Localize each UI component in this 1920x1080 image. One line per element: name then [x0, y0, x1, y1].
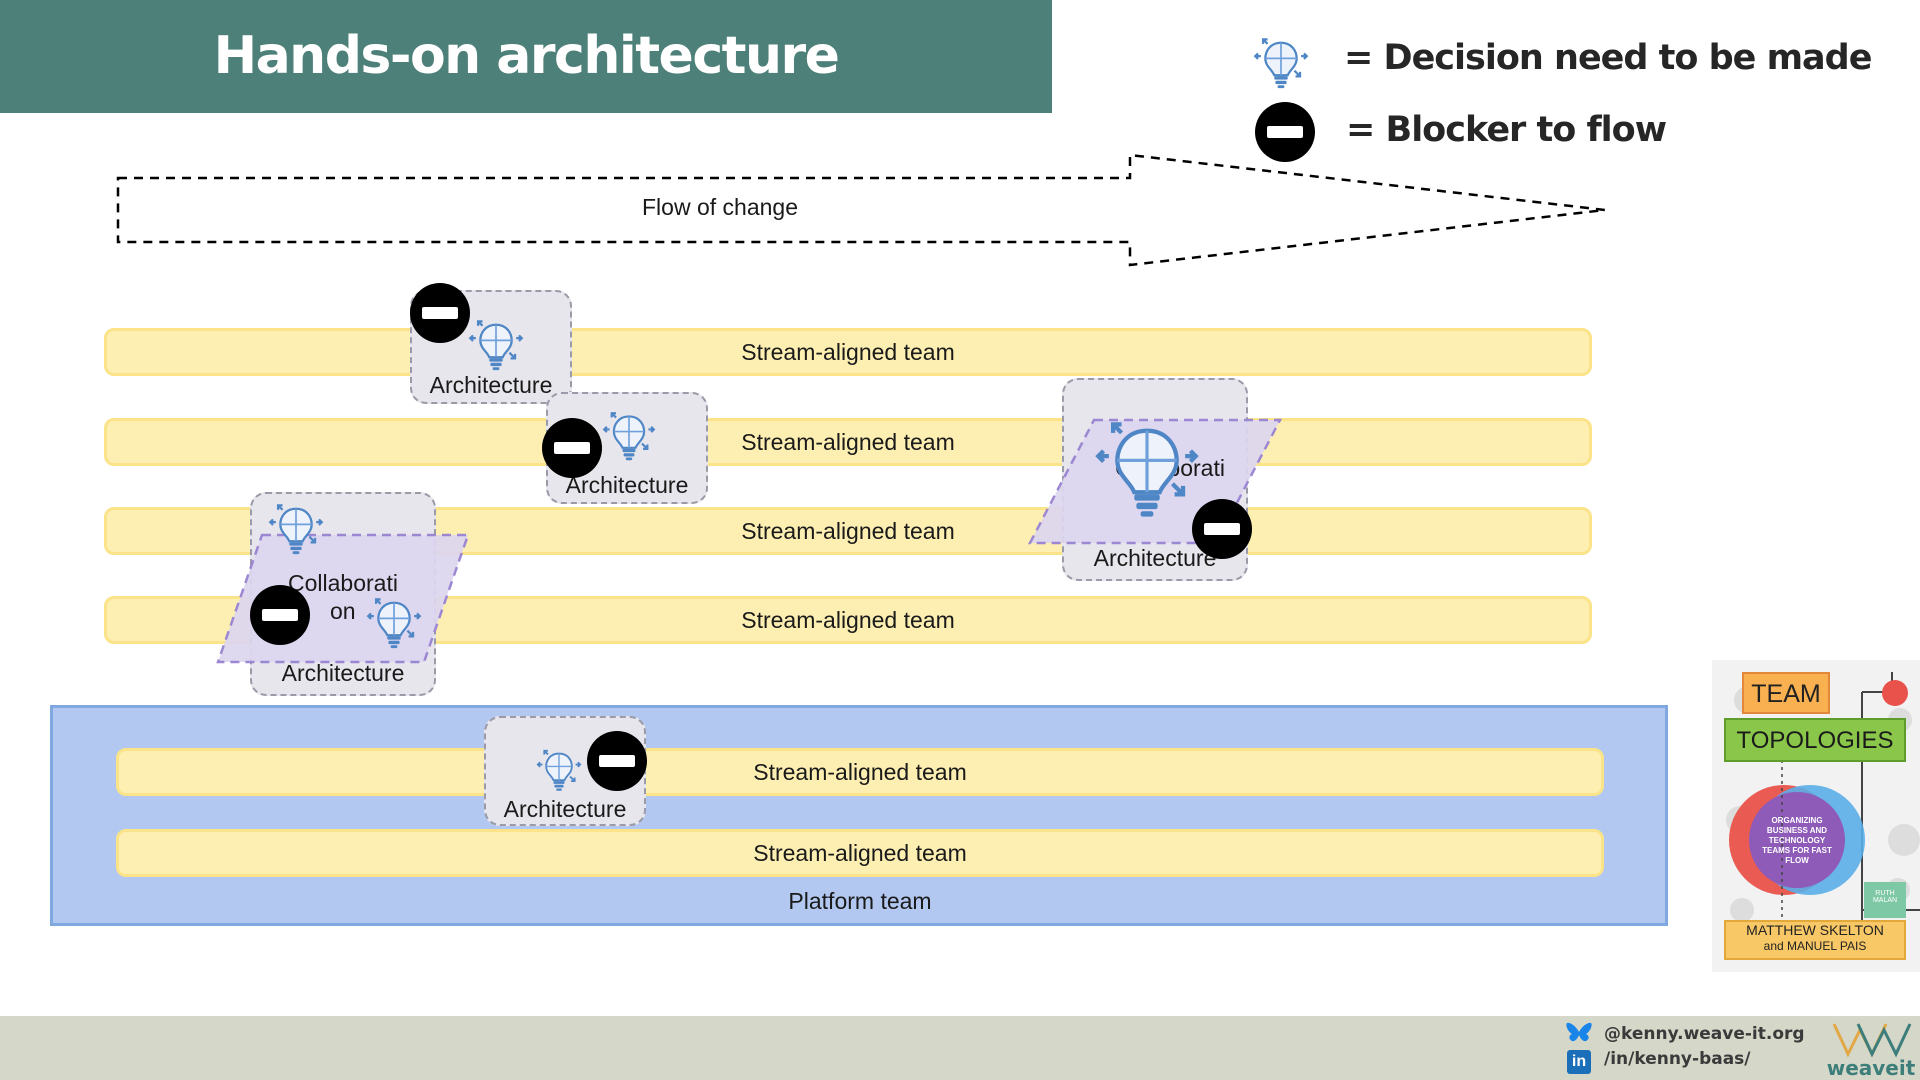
book-authors: MATTHEW SKELTON and MANUEL PAIS: [1724, 920, 1906, 960]
architecture-label: Architecture: [503, 796, 627, 822]
book-title-1: TEAM: [1742, 672, 1830, 714]
stream-team-2: Stream-aligned team: [104, 418, 1592, 466]
blocker-icon: [1192, 499, 1252, 559]
book-subtitle: ORGANIZING BUSINESS AND TECHNOLOGY TEAMS…: [1762, 816, 1832, 865]
flow-arrow: [116, 153, 1606, 267]
architecture-label: Architecture: [281, 660, 405, 686]
architecture-label: Architecture: [1093, 545, 1217, 571]
team-topologies-book: TEAM TOPOLOGIES ORGANIZING BUSINESS AND …: [1712, 660, 1920, 972]
flow-label: Flow of change: [642, 194, 798, 220]
blocker-icon: [542, 418, 602, 478]
lightbulb-puzzle-icon: [1088, 418, 1206, 524]
blocker-icon: [410, 283, 470, 343]
stream-team-1: Stream-aligned team: [104, 328, 1592, 376]
architecture-label: Architecture: [565, 472, 689, 498]
page-title: Hands-on architecture: [213, 26, 840, 86]
linkedin-handle[interactable]: /in/kenny-baas/: [1604, 1049, 1751, 1069]
bluesky-handle[interactable]: @kenny.weave-it.org: [1604, 1024, 1805, 1044]
platform-team-label: Platform team: [788, 888, 932, 914]
weaveit-logo-icon: [1832, 1023, 1912, 1058]
platform-team: [50, 705, 1668, 926]
title-bar: [0, 0, 1052, 113]
book-foreword: RUTH MALAN: [1864, 882, 1906, 918]
legend-decision: = Decision need to be made: [1344, 38, 1872, 78]
linkedin-icon[interactable]: in: [1567, 1050, 1591, 1074]
footer: [0, 1016, 1920, 1080]
blocker-icon: [250, 585, 310, 645]
platform-stream-team-1: Stream-aligned team: [116, 748, 1604, 796]
brand-name: weaveit: [1826, 1056, 1916, 1080]
blocker-icon: [1255, 102, 1315, 162]
lightbulb-puzzle-icon: [536, 749, 582, 792]
collaboration-label: on: [330, 598, 356, 624]
blocker-icon: [587, 731, 647, 791]
architecture-label: Architecture: [429, 372, 553, 398]
bluesky-icon[interactable]: [1566, 1022, 1592, 1044]
platform-stream-team-2: Stream-aligned team: [116, 829, 1604, 877]
collaboration-label: Collaborati: [288, 570, 398, 596]
book-title-2: TOPOLOGIES: [1724, 718, 1906, 762]
legend-blocker: = Blocker to flow: [1346, 110, 1667, 150]
